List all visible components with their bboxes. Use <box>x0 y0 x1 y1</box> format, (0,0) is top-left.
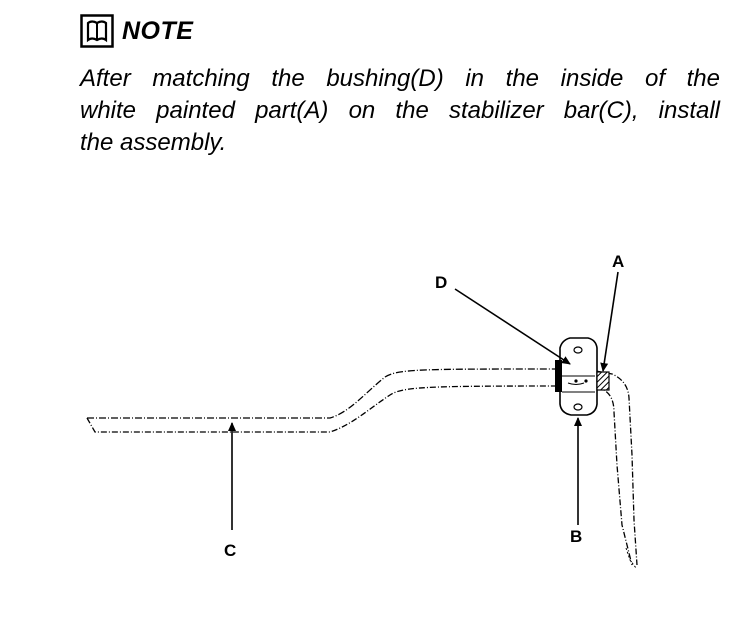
note-line-1: After matching the bushing(D) in the ins… <box>80 65 720 92</box>
manual-book-icon <box>80 14 114 48</box>
note-line-2: white painted part(A) on the stabilizer … <box>80 97 720 124</box>
white-painted-part <box>596 371 610 391</box>
bushing <box>555 337 598 416</box>
label-c: C <box>224 541 236 560</box>
note-header: NOTE <box>80 14 193 48</box>
note-body: After matching the bushing(D) in the ins… <box>80 63 720 159</box>
label-b: B <box>570 527 582 546</box>
leader-arrow-d <box>454 288 571 365</box>
label-d: D <box>435 273 447 292</box>
note-title: NOTE <box>122 16 194 45</box>
note-line-3: the assembly. <box>80 129 227 156</box>
leader-arrow-a <box>600 271 619 372</box>
label-a: A <box>612 252 624 271</box>
stabilizer-bar <box>86 368 638 569</box>
